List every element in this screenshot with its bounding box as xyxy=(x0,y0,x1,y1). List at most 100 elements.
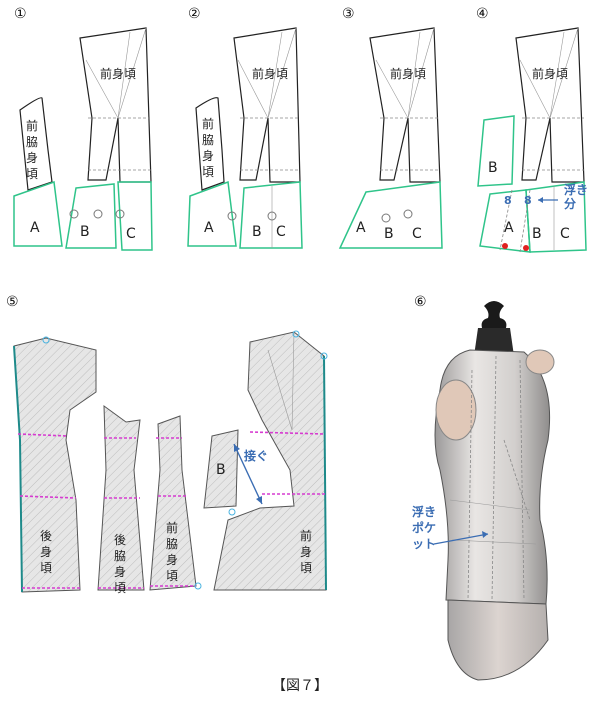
red-dot xyxy=(502,243,508,249)
side-front-label-4: 頃 xyxy=(26,167,38,181)
side-front-label-3: 身 xyxy=(202,148,214,163)
label-a: A xyxy=(356,220,366,236)
join-label: 接ぐ xyxy=(244,448,268,463)
front-side-label-1: 前 xyxy=(166,520,178,535)
side-front-label-1: 前 xyxy=(202,116,214,131)
back-body-label-3: 頃 xyxy=(40,561,52,575)
arrowhead xyxy=(538,197,543,203)
dart-lines xyxy=(85,27,147,119)
front-body-label-2: 身 xyxy=(300,544,312,559)
circle-mark xyxy=(115,209,125,219)
shoulder-right xyxy=(525,349,555,375)
side-front-piece xyxy=(195,97,225,191)
pocket-arrowhead xyxy=(482,531,488,538)
floating-pocket-label-3: ット xyxy=(412,537,436,551)
guide-lines xyxy=(17,433,80,589)
marker-circle xyxy=(292,330,300,338)
label-b: B xyxy=(384,226,394,242)
label-c: C xyxy=(126,226,136,242)
label-b: B xyxy=(80,224,90,240)
label-a: A xyxy=(204,220,214,236)
front-body-label-3: 頃 xyxy=(300,561,312,575)
value-8-right: 8 xyxy=(524,194,532,207)
back-body-label-1: 後 xyxy=(40,529,52,543)
floating-pocket-label-1: 浮き xyxy=(412,504,436,519)
back-body-label-2: 身 xyxy=(40,544,52,559)
front-body-label-1: 前 xyxy=(300,528,312,543)
floating-amount-label-2: 分 xyxy=(564,196,576,211)
circle-mark xyxy=(403,209,413,219)
front-body-piece xyxy=(515,27,585,183)
marker-circle xyxy=(194,582,202,590)
circle-mark xyxy=(267,211,277,221)
side-front-label-1: 前 xyxy=(26,118,38,133)
marker-circle xyxy=(228,508,236,516)
panel-2: ② 前身頃 前 脇 身 頃 A B C xyxy=(187,6,303,249)
back-side-label-1: 後 xyxy=(114,533,126,547)
marker-circle xyxy=(320,352,328,360)
front-body-piece xyxy=(79,27,152,183)
mannequin-knob xyxy=(481,301,507,328)
label-b: B xyxy=(216,462,226,478)
panel-6: ⑥ 浮き ポケ ット xyxy=(412,294,555,681)
guide-lines xyxy=(150,437,196,587)
piece-b-separated xyxy=(477,115,515,187)
dart-lines xyxy=(267,331,295,431)
dart-lines xyxy=(375,27,435,119)
step-number-6: ⑥ xyxy=(414,294,427,310)
piece-b xyxy=(203,429,239,509)
step-number-2: ② xyxy=(188,6,201,22)
piece-a xyxy=(13,180,63,247)
red-dot xyxy=(523,245,529,251)
back-body-piece xyxy=(13,337,97,593)
front-body-label: 前身頃 xyxy=(100,66,136,81)
dart-lines xyxy=(237,27,297,119)
label-b: B xyxy=(252,224,262,240)
piece-a xyxy=(187,180,237,247)
figure-caption: 【図７】 xyxy=(272,678,328,694)
label-b-separated: B xyxy=(488,160,498,176)
label-c: C xyxy=(412,226,422,242)
floating-lines xyxy=(499,189,531,253)
piece-bc xyxy=(525,181,587,253)
shoulder-left xyxy=(435,379,477,441)
join-arrowheads xyxy=(234,444,262,504)
step-number-5: ⑤ xyxy=(6,294,19,310)
circle-mark xyxy=(69,209,79,219)
dart-lines xyxy=(519,27,579,119)
label-b: B xyxy=(532,226,542,242)
circle-mark xyxy=(93,209,103,219)
front-side-label-3: 身 xyxy=(166,552,178,567)
panel-4: ④ 前身頃 B 8 8 浮き 分 A B C xyxy=(476,6,588,253)
step-number-4: ④ xyxy=(476,6,489,22)
panel-5: ⑤ 後 身 頃 後 脇 身 頃 前 脇 身 頃 B 前 身 頃 xyxy=(6,294,328,595)
pocket-arrow xyxy=(433,533,489,545)
mannequin-skirt xyxy=(447,599,549,681)
floating-pocket-label-2: ポケ xyxy=(412,520,436,535)
front-body-label: 前身頃 xyxy=(390,66,426,81)
label-a: A xyxy=(504,220,514,236)
side-front-label-2: 脇 xyxy=(26,135,38,149)
circle-mark xyxy=(381,213,391,223)
front-side-label-2: 脇 xyxy=(166,537,178,551)
back-side-label-3: 身 xyxy=(114,564,126,579)
back-side-label-4: 頃 xyxy=(114,581,126,595)
label-a: A xyxy=(30,220,40,236)
center-back-line xyxy=(13,345,23,593)
marker-circle xyxy=(42,336,50,344)
value-8-left: 8 xyxy=(504,194,512,207)
label-c: C xyxy=(560,226,570,242)
floating-amount-label-1: 浮き xyxy=(564,182,588,197)
front-side-label-4: 頃 xyxy=(166,569,178,583)
waist-line xyxy=(522,117,584,171)
back-side-label-2: 脇 xyxy=(114,549,126,563)
step-number-1: ① xyxy=(14,6,27,22)
waist-line xyxy=(88,117,152,171)
pocket-lines xyxy=(449,499,537,545)
piece-b xyxy=(65,183,117,249)
guide-lines xyxy=(249,431,326,495)
piece-c xyxy=(117,181,153,251)
circle-mark xyxy=(227,211,237,221)
mannequin-neck xyxy=(474,328,514,356)
piece-abc xyxy=(338,181,443,249)
